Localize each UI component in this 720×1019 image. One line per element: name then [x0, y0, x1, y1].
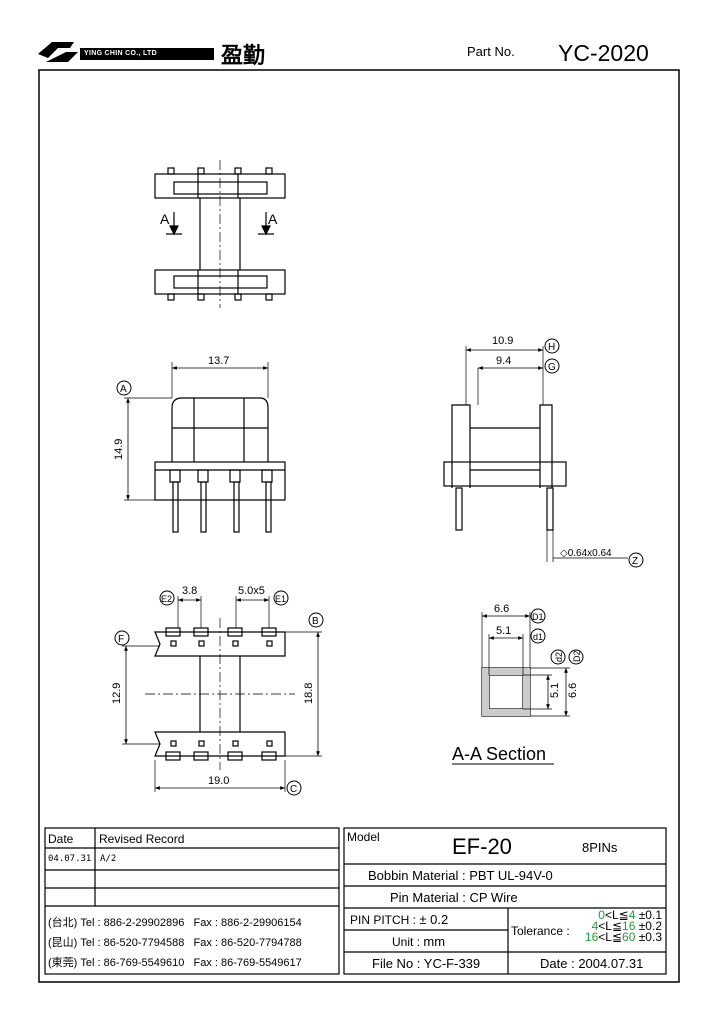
contact-row: (東莞) Tel : 86-769-5549610 Fax : 86-769-5…	[48, 957, 302, 969]
dim-3-8: 3.8	[182, 585, 197, 597]
section-title: A-A Section	[452, 744, 546, 764]
dim-12-9: 12.9	[111, 683, 123, 704]
dim-6-6-top: 6.6	[494, 603, 509, 615]
dim-18-8: 18.8	[303, 683, 315, 704]
label-d2-lower: d2	[554, 652, 564, 662]
contact-row: (台北) Tel : 886-2-29902896 Fax : 886-2-29…	[48, 917, 302, 929]
label-a-circle	[116, 380, 132, 396]
company-name: YING CHIN CO., LTD	[84, 50, 157, 57]
dim-5-1-top: 5.1	[496, 625, 511, 637]
tolerance-row: 4<L≦16 ±0.2	[591, 919, 662, 933]
model-value: EF-20	[452, 834, 512, 859]
tolerance-row: 0<L≦4 ±0.1	[598, 908, 662, 922]
bottom-view	[122, 596, 322, 792]
rev-row-date: 04.07.31	[48, 854, 92, 864]
dim-14-9: 14.9	[113, 439, 125, 460]
rev-row-record: A/2	[100, 854, 117, 864]
label-e2: E2	[161, 594, 172, 604]
section-mark-a-left: A	[160, 211, 170, 227]
label-a: A	[120, 384, 127, 395]
label-e1: E1	[275, 594, 286, 604]
section-mark-a-right: A	[268, 211, 278, 227]
section-view	[452, 612, 570, 765]
company-name-cn: 盈勤	[221, 43, 266, 69]
tolerance-label: Tolerance :	[511, 924, 570, 938]
model-label: Model	[347, 830, 380, 844]
dim-pin-size: ◇0.64x0.64	[560, 548, 612, 559]
side-view	[443, 346, 628, 562]
pin-material: Pin Material : CP Wire	[390, 890, 518, 905]
contact-row: (昆山) Tel : 86-520-7794588 Fax : 86-520-7…	[48, 937, 302, 949]
dim-5-1-side: 5.1	[549, 683, 561, 698]
drawing-date: Date : 2004.07.31	[540, 956, 644, 971]
label-z: Z	[632, 556, 638, 567]
company-logo-icon	[38, 42, 214, 62]
dim-9-4: 9.4	[496, 355, 511, 367]
top-view	[154, 160, 286, 308]
pin-pitch: PIN PITCH : ± 0.2	[350, 912, 449, 927]
rev-record-header: Revised Record	[99, 832, 185, 846]
part-no: YC-2020	[558, 40, 649, 66]
label-d2-upper: D2	[572, 650, 582, 662]
dim-5-0x5: 5.0x5	[238, 585, 265, 597]
label-f: F	[118, 634, 124, 645]
dim-19-0: 19.0	[208, 775, 229, 787]
label-g: G	[548, 362, 556, 373]
file-no: File No : YC-F-339	[372, 956, 481, 971]
pin-count: 8PINs	[582, 840, 618, 855]
label-d1-upper: D1	[532, 612, 544, 622]
tolerance-table: 0<L≦4 ±0.1 4<L≦16 ±0.2 16<L≦60 ±0.3	[574, 908, 662, 944]
rev-date-header: Date	[48, 832, 74, 846]
front-view	[124, 362, 286, 533]
dim-13-7: 13.7	[208, 355, 229, 367]
dim-6-6-side: 6.6	[567, 683, 579, 698]
label-h: H	[548, 342, 555, 353]
unit: Unit : mm	[392, 934, 446, 949]
tolerance-row: 16<L≦60 ±0.3	[584, 930, 662, 944]
bobbin-material: Bobbin Material : PBT UL-94V-0	[368, 868, 553, 883]
dim-10-9: 10.9	[492, 335, 513, 347]
title-block	[44, 827, 667, 975]
label-c: C	[290, 784, 297, 795]
drawing-frame	[38, 69, 680, 983]
label-b: B	[312, 616, 319, 627]
label-d1-lower: d1	[533, 632, 543, 642]
part-no-label: Part No.	[467, 44, 515, 59]
